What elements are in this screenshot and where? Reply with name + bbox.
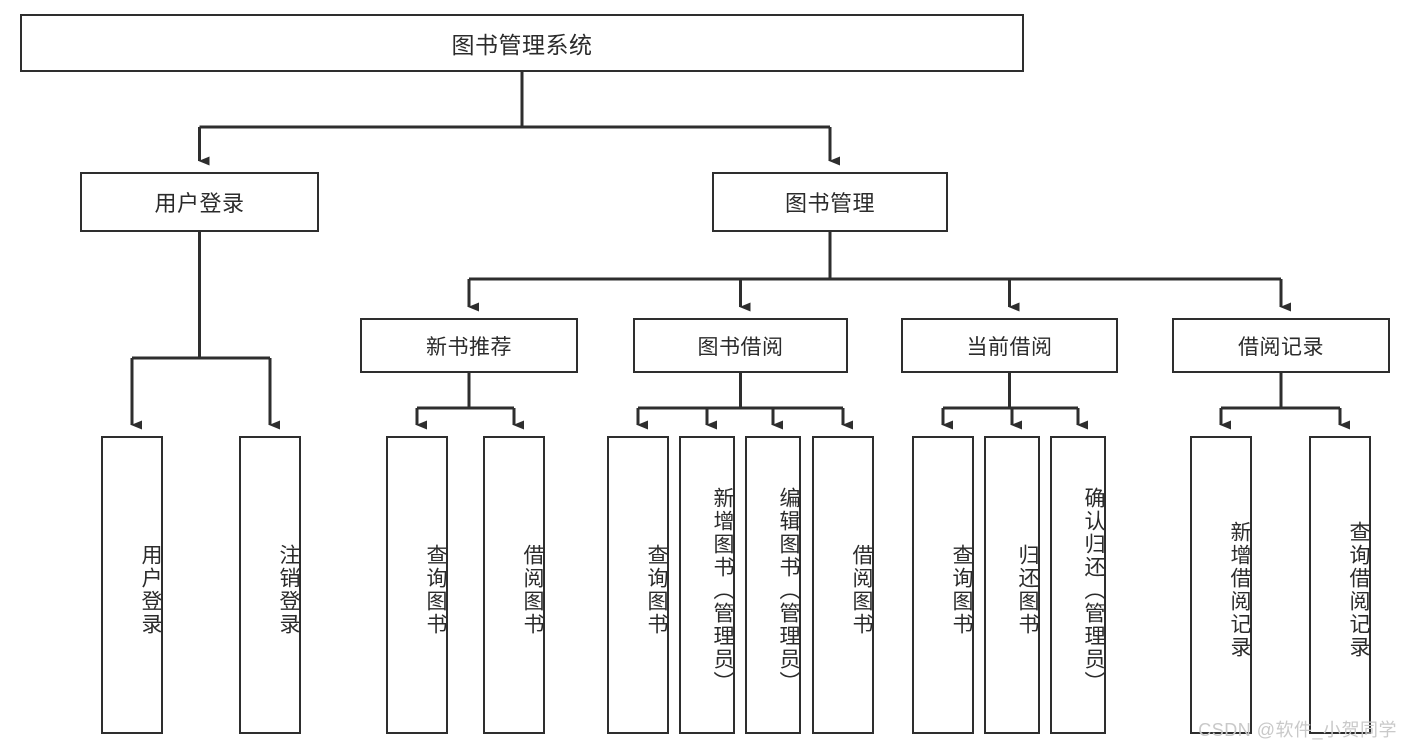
node-label: 用户登录: [154, 191, 245, 216]
node-leaf-13: 查询借阅记录: [1309, 436, 1371, 734]
node-leaf-5: 查询图书: [607, 436, 669, 734]
node-label: 当前借阅: [966, 335, 1053, 359]
node-borrow-record: 借阅记录: [1172, 318, 1390, 373]
node-label: 查询图书: [424, 544, 447, 636]
csdn-watermark: CSDN @软件_小贺同学: [1198, 720, 1397, 740]
node-leaf-3: 查询图书: [386, 436, 448, 734]
node-label: 图书管理系统: [451, 32, 593, 58]
node-label: 借阅图书: [850, 544, 873, 636]
node-leaf-9: 查询图书: [912, 436, 974, 734]
node-leaf-1: 用户登录: [101, 436, 163, 734]
node-leaf-7: 编辑图书（管理员）: [745, 436, 801, 734]
node-new-book-rec: 新书推荐: [360, 318, 578, 373]
node-book-borrow: 图书借阅: [633, 318, 848, 373]
node-label: 借阅记录: [1238, 335, 1324, 359]
node-leaf-12: 新增借阅记录: [1190, 436, 1252, 734]
node-label: 新增借阅记录: [1228, 521, 1251, 659]
node-leaf-10: 归还图书: [984, 436, 1040, 734]
node-leaf-11: 确认归还（管理员）: [1050, 436, 1106, 734]
node-leaf-4: 借阅图书: [483, 436, 545, 734]
node-label: 借阅图书: [521, 544, 544, 636]
node-label: 确认归还（管理员）: [1082, 486, 1105, 694]
node-label: 图书借阅: [697, 335, 784, 359]
node-label: 图书管理: [784, 191, 875, 216]
node-current-borrow: 当前借阅: [901, 318, 1118, 373]
node-leaf-2: 注销登录: [239, 436, 301, 734]
node-book-manage: 图书管理: [712, 172, 948, 232]
node-leaf-6: 新增图书（管理员）: [679, 436, 735, 734]
node-label: 新增图书（管理员）: [711, 486, 734, 694]
node-label: 注销登录: [277, 544, 300, 636]
node-label: 新书推荐: [426, 335, 512, 359]
node-label: 编辑图书（管理员）: [777, 486, 800, 694]
node-label: 查询图书: [645, 544, 668, 636]
node-leaf-8: 借阅图书: [812, 436, 874, 734]
node-label: 查询借阅记录: [1347, 521, 1370, 659]
node-label: 归还图书: [1016, 544, 1039, 636]
node-user-login: 用户登录: [80, 172, 319, 232]
node-label: 查询图书: [950, 544, 973, 636]
node-root: 图书管理系统: [20, 14, 1024, 72]
node-label: 用户登录: [139, 544, 162, 636]
